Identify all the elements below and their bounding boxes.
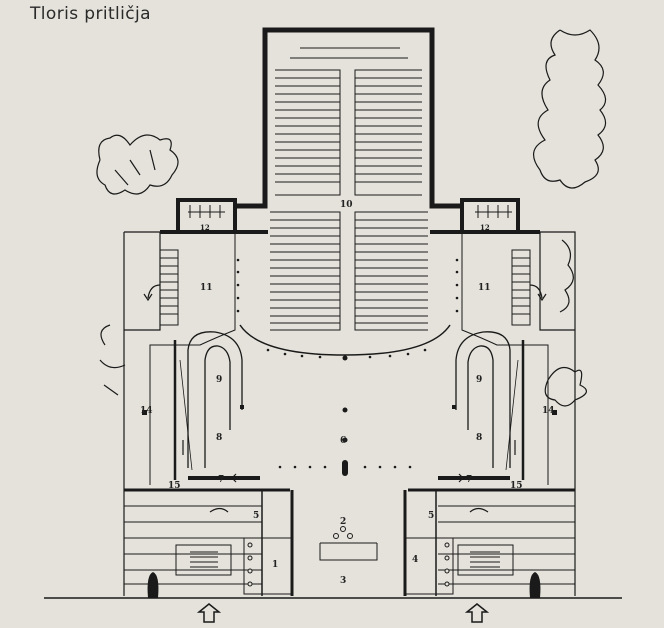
left-wing-wall [176,198,237,230]
left-stair-block [159,249,179,326]
right-stair-block [511,249,531,326]
label-7-right: 7 [466,475,472,485]
seating-right-upper [354,69,422,196]
label-9-left: 9 [216,375,222,385]
label-3: 3 [340,576,346,586]
label-9-right: 9 [476,375,482,385]
label-2: 2 [340,517,346,527]
label-11-right: 11 [478,283,491,293]
tree-right-top [533,29,607,189]
exit-arrows [182,440,516,513]
tree-left-mid [99,324,126,396]
columns [247,526,450,587]
label-11-left: 11 [200,283,213,293]
label-5-left: 5 [253,511,259,521]
right-wing-wall [460,198,520,230]
right-inner-boundary [461,232,549,485]
left-entry-stairs [175,544,232,576]
building-outline [123,231,576,596]
seating-left-lower [270,211,341,331]
shrub-right [559,239,574,313]
right-ramp [438,331,525,480]
right-outer-wall [539,232,575,331]
left-ramp [173,331,260,480]
label-15-left: 15 [168,481,181,491]
label-8-left: 8 [216,433,222,443]
label-4: 4 [412,555,418,565]
central-entrance [243,490,454,596]
entrance-arrow-icon [196,603,222,623]
seating-left-upper [275,69,341,196]
label-14-left: 14 [140,406,153,416]
label-15-right: 15 [510,481,523,491]
tree-right-mid [544,366,587,407]
label-1: 1 [272,560,278,570]
label-12-right: 12 [480,223,490,232]
label-5-right: 5 [428,511,434,521]
label-10: 10 [340,200,353,210]
label-12-left: 12 [200,223,210,232]
label-7-left: 7 [218,475,224,485]
seating-right-lower [354,211,428,331]
tree-left-top [96,134,179,195]
wing-rooms [188,205,512,218]
label-6: 6 [340,436,346,446]
side-door-arrows [143,284,547,302]
label-8-right: 8 [476,433,482,443]
label-14-right: 14 [542,406,555,416]
left-inner-boundary [149,232,236,485]
orchestra-arc [239,324,451,356]
entrance-arrow-icon [464,603,490,623]
plan-caption: Tloris pritličja [30,4,151,24]
aisle-dots [142,258,557,598]
right-entry-stairs [457,544,514,576]
hall-outer-wall [235,27,462,209]
left-outer-wall [124,232,161,331]
